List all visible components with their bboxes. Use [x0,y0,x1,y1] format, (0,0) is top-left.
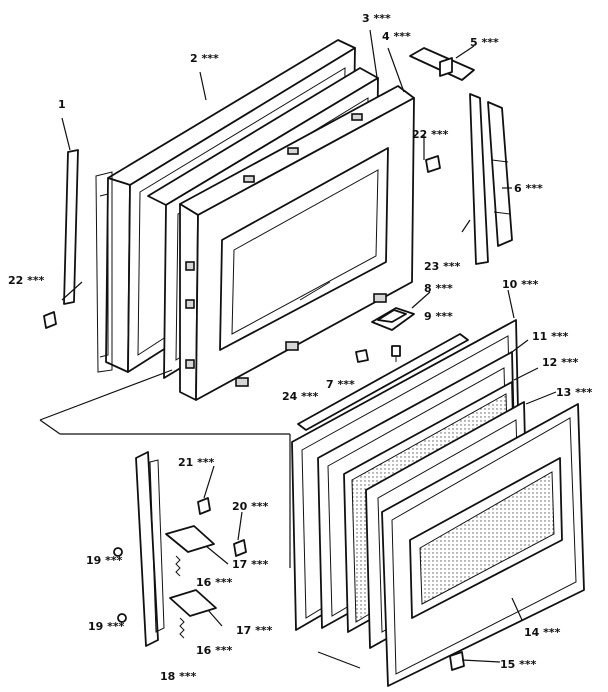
label-part-16a: 16 *** [196,576,233,589]
label-part-10: 10 *** [502,278,539,291]
part-labels: 1 2 *** 3 *** 4 *** 5 *** 6 *** 7 *** 8 … [8,12,593,683]
label-part-18: 18 *** [160,670,197,683]
leader-lines [39,29,557,669]
part-20-screw [233,539,247,557]
label-part-14: 14 *** [524,626,561,639]
part-19-screws [113,547,127,623]
label-part-11: 11 *** [532,330,569,343]
label-part-2: 2 *** [190,52,219,65]
label-part-1: 1 [58,98,66,111]
label-part-24: 24 *** [282,390,319,403]
label-part-17a: 17 *** [232,558,269,571]
label-part-12: 12 *** [542,356,579,369]
part-4-window-frame [179,85,415,401]
part-5-top-bracket [409,47,475,81]
label-part-7: 7 *** [326,378,355,391]
part-15-screw [449,651,465,671]
label-part-3: 3 *** [362,12,391,25]
part-22-screws [43,155,441,329]
label-part-22a: 22 *** [412,128,449,141]
label-part-9: 9 *** [424,310,453,323]
part-14-front-door-panel [381,403,585,687]
label-part-20: 20 *** [232,500,269,513]
label-part-16b: 16 *** [196,644,233,657]
part-21-screw [197,497,211,515]
part-9-screw [391,345,401,362]
label-part-19a: 19 *** [86,554,123,567]
label-part-17b: 17 *** [236,624,273,637]
label-part-19b: 19 *** [88,620,125,633]
part-17-hinge-clips [165,525,217,617]
part-16-springs [175,555,185,639]
part-1-left-strip [63,149,79,305]
label-part-5: 5 *** [470,36,499,49]
label-part-22b: 22 *** [8,274,45,287]
label-part-8: 8 *** [424,282,453,295]
label-part-23: 23 *** [424,260,461,273]
label-part-4: 4 *** [382,30,411,43]
part-24-bottom-trim [297,333,469,431]
part-7-screw [355,349,369,363]
label-part-15: 15 *** [500,658,537,671]
label-part-13: 13 *** [556,386,593,399]
part-6-hinge-channel [469,93,513,265]
part-18-hinge-strip [135,451,165,647]
label-part-6: 6 *** [514,182,543,195]
label-part-21: 21 *** [178,456,215,469]
part-8-latch-block [371,307,415,331]
